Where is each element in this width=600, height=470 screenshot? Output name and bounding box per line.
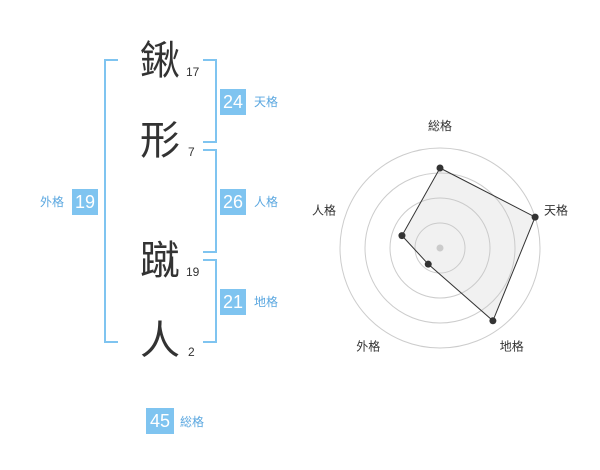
jinkaku-value: 26 — [220, 189, 246, 215]
radar-axis-label-4: 外格 — [356, 339, 380, 354]
stroke-count-2: 7 — [188, 145, 195, 159]
radar-axis-label-1: 総格 — [428, 118, 452, 133]
radar-center — [436, 244, 444, 252]
chikaku-bracket — [203, 259, 217, 343]
radar-axis-label-5: 人格 — [312, 202, 336, 217]
tenkaku-label: 天格 — [254, 95, 279, 109]
gaikaku-label: 外格 — [40, 195, 65, 209]
tenkaku-bracket — [203, 59, 217, 143]
chikaku-value: 21 — [220, 289, 246, 315]
radar-series-polygon — [401, 167, 536, 322]
radar-point-1 — [436, 164, 444, 172]
soukaku-label: 総格 — [180, 415, 205, 429]
gaikaku-value: 19 — [72, 189, 98, 215]
radar-ring — [414, 222, 466, 274]
chikaku-label: 地格 — [254, 295, 279, 309]
stroke-count-4: 2 — [188, 345, 195, 359]
radar-point-5 — [398, 232, 406, 240]
gaikaku-bracket — [104, 59, 118, 343]
radar-ring — [339, 147, 541, 349]
tenkaku-value: 24 — [220, 89, 246, 115]
soukaku-value: 45 — [146, 408, 174, 434]
radar-point-2 — [531, 213, 539, 221]
name-char-3: 蹴 — [140, 238, 180, 284]
stroke-count-1: 17 — [186, 65, 200, 79]
name-char-1: 鍬 — [140, 38, 180, 84]
radar-axis-label-3: 地格 — [500, 339, 524, 354]
radar-ring — [364, 172, 516, 324]
name-char-4: 人 — [140, 318, 180, 364]
stroke-count-3: 19 — [186, 265, 200, 279]
jinkaku-label: 人格 — [254, 195, 279, 209]
radar-point-3 — [489, 317, 497, 325]
radar-ring — [389, 197, 491, 299]
jinkaku-bracket — [203, 149, 217, 253]
name-char-2: 形 — [140, 118, 180, 164]
radar-point-4 — [424, 260, 432, 268]
radar-axis-label-2: 天格 — [544, 202, 568, 217]
